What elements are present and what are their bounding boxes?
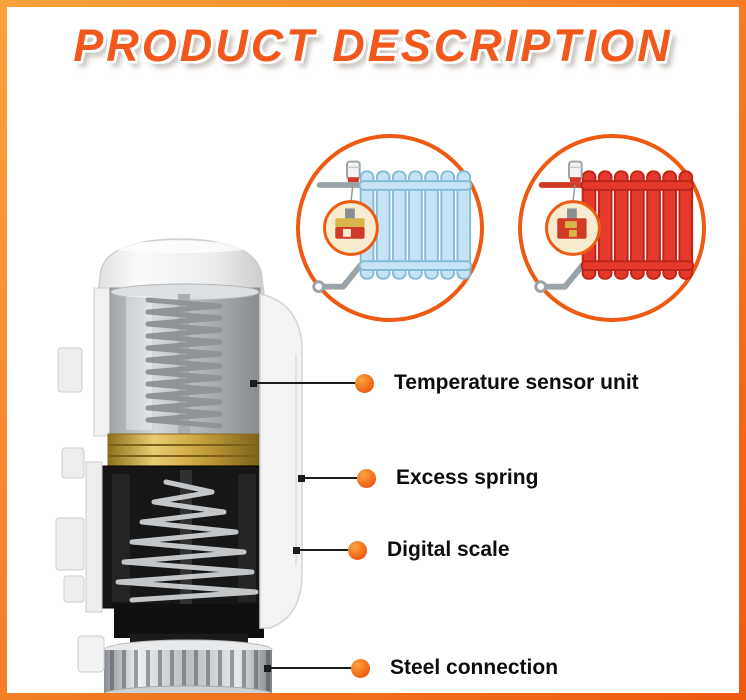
- callout-label: Excess spring: [396, 466, 539, 489]
- brass-nut: [107, 433, 261, 469]
- radiator-cold-icon: [312, 160, 473, 293]
- callout-leader-line: [300, 549, 348, 551]
- callout-excess-spring: Excess spring: [298, 466, 539, 489]
- callout-temperature-sensor-unit: Temperature sensor unit: [250, 371, 639, 394]
- callout-digital-scale: Digital scale: [293, 538, 510, 561]
- callout-leader-line: [271, 667, 351, 669]
- radiator-diagram-hot: [518, 134, 706, 322]
- callout-dot-icon: [348, 540, 367, 560]
- callout-anchor-square: [264, 664, 271, 672]
- callout-anchor-square: [250, 379, 257, 387]
- valve-collar: [114, 604, 264, 638]
- callout-dot-icon: [357, 468, 376, 488]
- page-title: PRODUCT DESCRIPTION: [73, 20, 673, 71]
- callout-anchor-square: [293, 546, 300, 554]
- callout-dot-icon: [351, 658, 370, 678]
- radiator-hot-icon: [534, 160, 695, 293]
- callout-anchor-square: [298, 474, 305, 482]
- callout-steel-connection: Steel connection: [264, 656, 559, 679]
- callout-label: Digital scale: [387, 538, 510, 561]
- callout-leader-line: [257, 382, 355, 384]
- callout-label: Steel connection: [390, 656, 559, 679]
- callout-label: Temperature sensor unit: [394, 371, 639, 394]
- thermostatic-valve-cutaway: [55, 238, 303, 700]
- callout-dot-icon: [355, 373, 374, 393]
- callout-leader-line: [305, 477, 357, 479]
- radiator-diagram-cold: [296, 134, 484, 322]
